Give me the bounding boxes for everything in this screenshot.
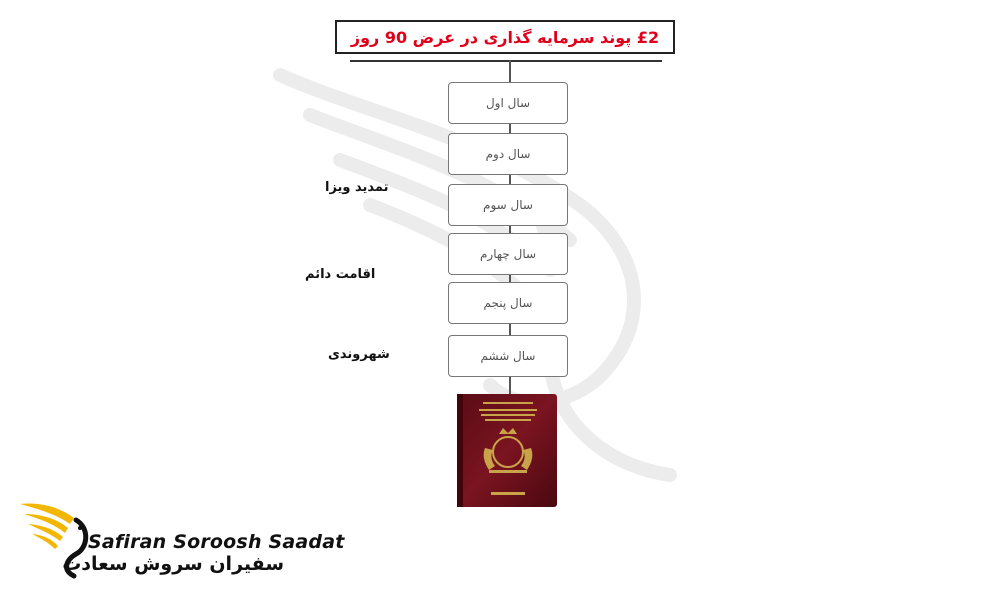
company-name-fa: سفیران سروش سعادت	[62, 553, 284, 575]
investment-title-text: £2 پوند سرمایه گذاری در عرض 90 روز	[350, 27, 660, 47]
step-year-3: سال سوم	[448, 184, 568, 226]
step-label: سال ششم	[480, 349, 536, 363]
step-year-4: سال چهارم	[448, 233, 568, 275]
step-label: سال دوم	[485, 147, 531, 161]
passport-icon	[457, 394, 557, 507]
step-label: سال اول	[485, 96, 531, 110]
milestone-permanent-residence: اقامت دائم	[305, 267, 376, 282]
step-year-2: سال دوم	[448, 133, 568, 175]
milestone-visa-renewal: تمدید ویزا	[325, 180, 389, 195]
step-label: سال چهارم	[479, 247, 537, 261]
step-year-6: سال ششم	[448, 335, 568, 377]
milestone-citizenship: شهروندی	[328, 347, 390, 362]
investment-title-box: £2 پوند سرمایه گذاری در عرض 90 روز	[335, 20, 675, 54]
company-name-en: Safiran Soroosh Saadat	[88, 531, 345, 553]
step-label: سال پنجم	[483, 296, 533, 310]
step-label: سال سوم	[483, 198, 533, 212]
step-year-5: سال پنجم	[448, 282, 568, 324]
step-year-1: سال اول	[448, 82, 568, 124]
title-underline	[350, 60, 662, 62]
timeline-connector	[509, 60, 511, 396]
eagle-logo-icon	[20, 503, 89, 579]
